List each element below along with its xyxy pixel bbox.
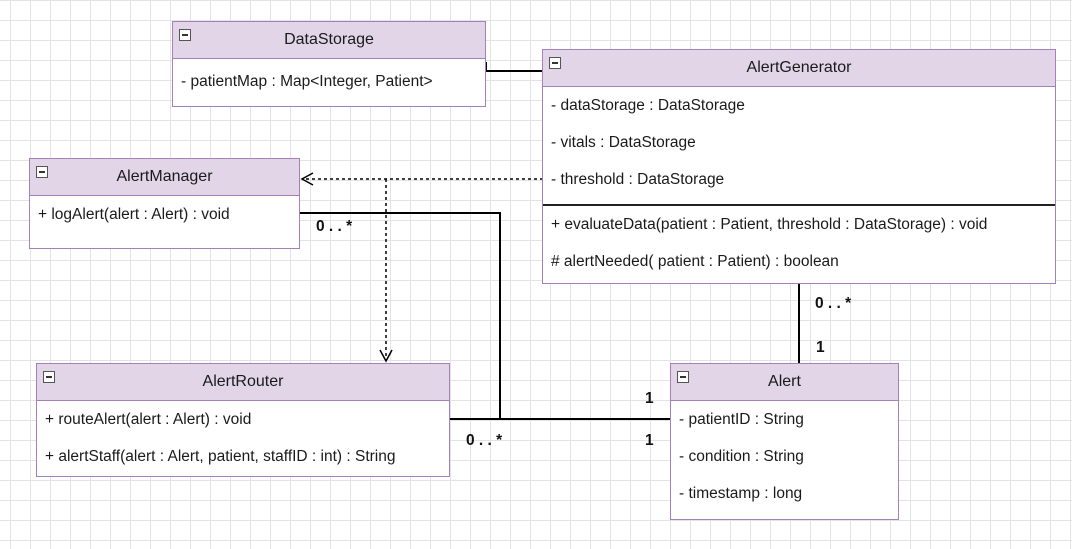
class-name: AlertRouter [202,373,284,390]
class-header[interactable]: DataStorage [173,22,485,59]
multiplicity-alert-left-upper: 1 [645,390,654,407]
class-name: AlertManager [116,168,213,185]
attribute-patientid: - patientID : String [679,411,804,428]
class-name: AlertGenerator [746,59,852,76]
multiplicity-generator-side: 0 . . * [815,295,852,312]
attribute-datastorage: - dataStorage : DataStorage [551,97,745,114]
collapse-icon[interactable] [549,57,561,69]
dependency-arrowhead-alertrouter [379,349,393,363]
operation-routealert: + routeAlert(alert : Alert) : void [45,411,252,428]
association-datastorage-alertgenerator [485,62,544,72]
class-alert[interactable]: Alert - patientID : String - condition :… [670,363,899,520]
attribute-condition: - condition : String [679,448,804,465]
attribute-threshold: - threshold : DataStorage [551,171,725,188]
multiplicity-alert-left-lower: 1 [645,432,654,449]
collapse-icon[interactable] [36,166,48,178]
class-header[interactable]: AlertGenerator [543,50,1055,87]
class-header[interactable]: AlertManager [30,159,299,196]
multiplicity-router-side: 0 . . * [466,432,503,449]
collapse-icon[interactable] [179,29,191,41]
multiplicity-alert-top: 1 [816,339,825,356]
collapse-icon[interactable] [43,371,55,383]
class-alertgenerator[interactable]: AlertGenerator - dataStorage : DataStora… [542,49,1056,284]
collapse-icon[interactable] [677,371,689,383]
attribute-patientmap: - patientMap : Map<Integer, Patient> [181,73,433,90]
class-header[interactable]: Alert [671,364,898,401]
operation-evaluatedata: + evaluateData(patient : Patient, thresh… [551,216,988,233]
operation-alertneeded: # alertNeeded( patient : Patient) : bool… [551,253,839,270]
class-name: DataStorage [284,31,374,48]
operation-logalert: + logAlert(alert : Alert) : void [38,206,230,223]
class-name: Alert [768,373,801,390]
class-datastorage[interactable]: DataStorage - patientMap : Map<Integer, … [172,21,486,107]
class-alertmanager[interactable]: AlertManager + logAlert(alert : Alert) :… [29,158,300,249]
attribute-vitals: - vitals : DataStorage [551,134,696,151]
compartment-divider [543,204,1055,206]
class-header[interactable]: AlertRouter [37,364,449,401]
attribute-timestamp: - timestamp : long [679,485,803,502]
multiplicity-manager-side: 0 . . * [316,218,353,235]
class-alertrouter[interactable]: AlertRouter + routeAlert(alert : Alert) … [36,363,450,477]
operation-alertstaff: + alertStaff(alert : Alert, patient, sta… [45,448,396,465]
dependency-arrowhead-alertmanager [300,172,314,186]
